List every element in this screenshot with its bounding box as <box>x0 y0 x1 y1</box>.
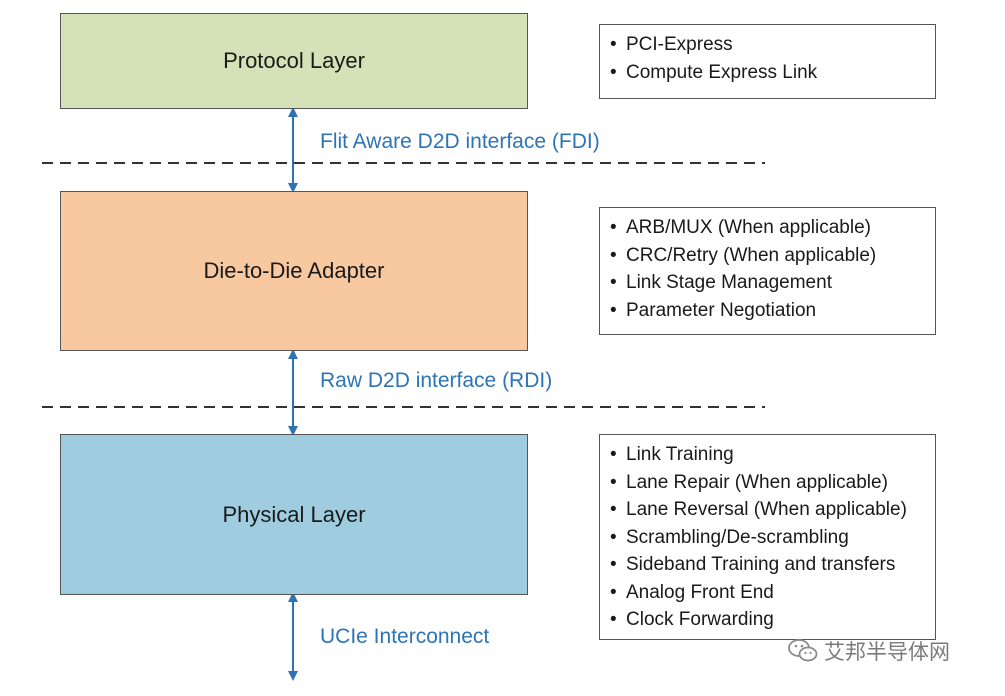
bullet: • <box>610 272 617 293</box>
fdi-label: Flit Aware D2D interface (FDI) <box>320 130 600 153</box>
protocol-functions-box: •PCI-Express •Compute Express Link <box>599 24 936 99</box>
bullet: • <box>610 34 617 55</box>
bullet: • <box>610 581 617 603</box>
physical-layer-label: Physical Layer <box>222 501 366 527</box>
list-item: •PCI-Express <box>610 31 925 59</box>
physical-functions-list: •Link Training •Lane Repair (When applic… <box>610 441 925 634</box>
list-item: •Compute Express Link <box>610 59 925 87</box>
list-item: •Analog Front End <box>610 579 925 607</box>
bullet: • <box>610 554 617 575</box>
list-item: •ARB/MUX (When applicable) <box>610 214 925 242</box>
list-item: •Link Stage Management <box>610 269 925 297</box>
bullet: • <box>610 244 617 266</box>
bullet: • <box>610 61 617 83</box>
rdi-label: Raw D2D interface (RDI) <box>320 369 553 392</box>
bullet: • <box>610 609 617 630</box>
adapter-functions-list: •ARB/MUX (When applicable) •CRC/Retry (W… <box>610 214 925 324</box>
bullet: • <box>610 217 617 238</box>
physical-layer-box: Physical Layer <box>60 434 528 595</box>
list-item: •Lane Reversal (When applicable) <box>610 496 925 524</box>
list-item: •CRC/Retry (When applicable) <box>610 242 925 270</box>
list-item: •Clock Forwarding <box>610 606 925 634</box>
bullet: • <box>610 526 617 548</box>
protocol-layer-label: Protocol Layer <box>223 48 365 73</box>
list-item: •Parameter Negotiation <box>610 297 925 325</box>
watermark-text: 艾邦半导体网 <box>824 641 950 664</box>
bullet: • <box>610 499 617 520</box>
wechat-icon <box>788 639 818 662</box>
bullet: • <box>610 299 617 321</box>
bullet: • <box>610 444 617 465</box>
watermark: 艾邦半导体网 <box>788 636 950 666</box>
list-item: •Sideband Training and transfers <box>610 551 925 579</box>
adapter-functions-box: •ARB/MUX (When applicable) •CRC/Retry (W… <box>599 207 936 335</box>
bullet: • <box>610 471 617 493</box>
die-to-die-adapter-box: Die-to-Die Adapter <box>60 191 528 351</box>
list-item: •Link Training <box>610 441 925 469</box>
ucie-label: UCIe Interconnect <box>320 625 490 648</box>
protocol-functions-list: •PCI-Express •Compute Express Link <box>610 31 925 86</box>
die-to-die-adapter-label: Die-to-Die Adapter <box>203 258 385 283</box>
list-item: •Lane Repair (When applicable) <box>610 469 925 497</box>
protocol-layer-box: Protocol Layer <box>60 13 528 109</box>
physical-functions-box: •Link Training •Lane Repair (When applic… <box>599 434 936 640</box>
list-item: •Scrambling/De-scrambling <box>610 524 925 552</box>
